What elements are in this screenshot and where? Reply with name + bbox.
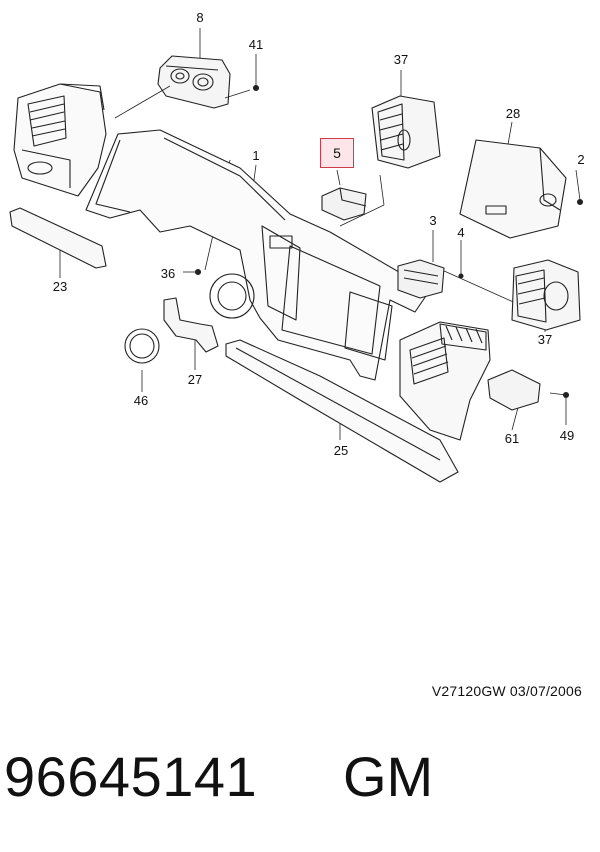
part-vent-37-top: [371, 95, 441, 169]
part-trim-strip-23: [9, 207, 107, 269]
callout-1: 1: [252, 148, 260, 163]
part-left-vent: [13, 83, 107, 197]
callout-27: 27: [187, 372, 203, 387]
callout-41: 41: [248, 37, 264, 52]
part-module-3: [397, 259, 445, 299]
part-lower-trim-25: [225, 339, 459, 483]
callout-36: 36: [160, 266, 176, 281]
brand-label: GM: [343, 745, 434, 808]
part-screw-2: [576, 198, 584, 206]
part-glovebox-28: [459, 139, 567, 239]
callout-2: 2: [577, 152, 585, 167]
callout-8: 8: [196, 10, 204, 25]
part-screw-49: [562, 391, 570, 399]
part-number: 96645141: [4, 745, 258, 808]
callout-3: 3: [429, 213, 437, 228]
callout-37-bottom: 37: [537, 332, 553, 347]
dashboard-exploded-diagram: [9, 28, 584, 483]
part-screw-41: [252, 84, 260, 92]
part-screw-36: [194, 268, 202, 276]
part-bracket-27: [163, 297, 219, 353]
callout-37-top: 37: [393, 52, 409, 67]
callout-25: 25: [333, 443, 349, 458]
callout-46: 46: [133, 393, 149, 408]
part-switch-5: [321, 187, 367, 221]
part-dashboard-1: [85, 129, 431, 381]
part-screw-4: [458, 273, 464, 279]
callout-61: 61: [504, 431, 520, 446]
callout-28: 28: [505, 106, 521, 121]
part-control-unit: [157, 55, 231, 109]
callout-23: 23: [52, 279, 68, 294]
callout-49: 49: [559, 428, 575, 443]
callout-4: 4: [457, 225, 465, 240]
drawing-code: V27120GW 03/07/2006: [431, 683, 582, 699]
part-vent-37-bottom: [511, 259, 581, 331]
callout-5-highlighted[interactable]: 5: [320, 138, 354, 168]
part-right-vent-assembly: [399, 321, 491, 441]
part-ring-46: [124, 328, 160, 364]
part-61: [487, 369, 541, 411]
